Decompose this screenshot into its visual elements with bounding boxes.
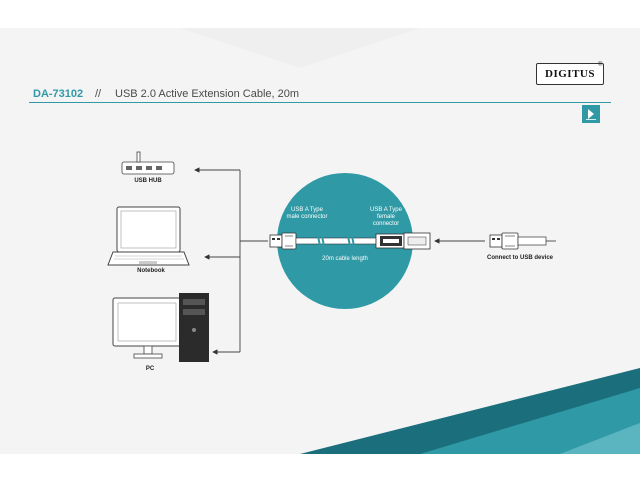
female-connector-label: USB A Type female connector — [370, 207, 402, 227]
notebook-label: Notebook — [137, 268, 165, 274]
male-connector-label: USB A Type male connector — [286, 207, 328, 220]
pc-icon — [112, 293, 209, 362]
usb-male-plug-icon — [269, 232, 297, 250]
hub-label: USB HUB — [134, 178, 162, 184]
connection-lines — [194, 167, 485, 355]
next-arrow-icon — [586, 109, 596, 120]
usb-hub-icon — [121, 151, 175, 175]
next-button[interactable] — [582, 105, 600, 123]
title-separator: // — [95, 88, 102, 100]
brand-logo: DIGITUS — [536, 63, 604, 85]
cable-length-label: 20m cable length — [322, 256, 368, 262]
usb-female-socket-icon — [375, 232, 431, 250]
bottom-margin — [0, 454, 640, 480]
header-rule — [29, 102, 611, 103]
brand-registered-mark: ® — [598, 62, 603, 68]
model-number: DA-73102 — [33, 88, 84, 100]
cable-body — [295, 235, 377, 247]
pc-label: PC — [145, 366, 155, 372]
corner-teal-light — [420, 388, 640, 454]
device-usb-plug-icon — [489, 232, 556, 250]
device-label: Connect to USB device — [486, 255, 553, 261]
notebook-icon — [107, 206, 190, 266]
top-facet — [180, 28, 420, 68]
top-margin — [0, 0, 640, 28]
product-title: USB 2.0 Active Extension Cable, 20m — [115, 88, 300, 100]
slide-decoration — [180, 28, 640, 454]
corner-teal-pale — [560, 423, 640, 454]
